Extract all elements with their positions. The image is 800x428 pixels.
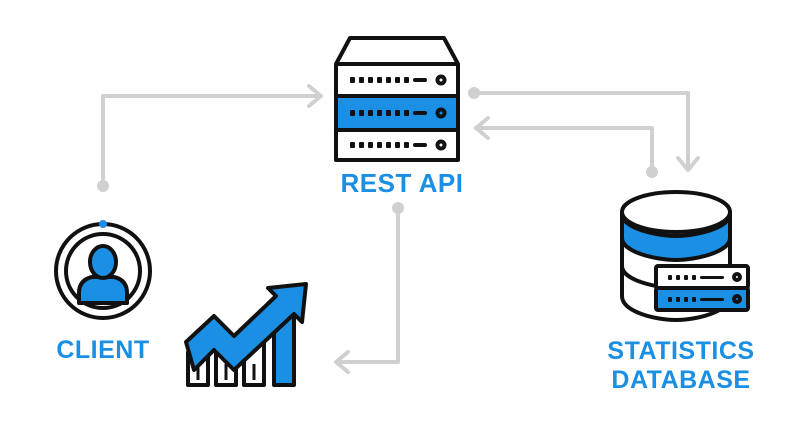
client-label: CLIENT	[56, 336, 150, 364]
connector-dot	[468, 87, 480, 99]
connector-client-to-api	[101, 84, 323, 188]
statistics-database-label-line1: STATISTICS	[607, 337, 755, 365]
growth-chart-icon	[184, 282, 308, 387]
connector-api-to-database	[472, 91, 700, 172]
user-avatar-icon	[54, 220, 152, 320]
database-icon	[620, 190, 750, 322]
connector-api-to-chart	[334, 206, 400, 374]
connector-dot	[392, 202, 404, 214]
rest-api-label: REST API	[340, 168, 464, 198]
server-rack-icon	[334, 36, 460, 162]
connector-dot	[97, 180, 109, 192]
connector-database-to-api	[474, 116, 654, 174]
statistics-database-label: STATISTICS DATABASE	[596, 337, 766, 395]
connector-dot	[646, 166, 658, 178]
statistics-database-label-line2: DATABASE	[611, 366, 751, 394]
